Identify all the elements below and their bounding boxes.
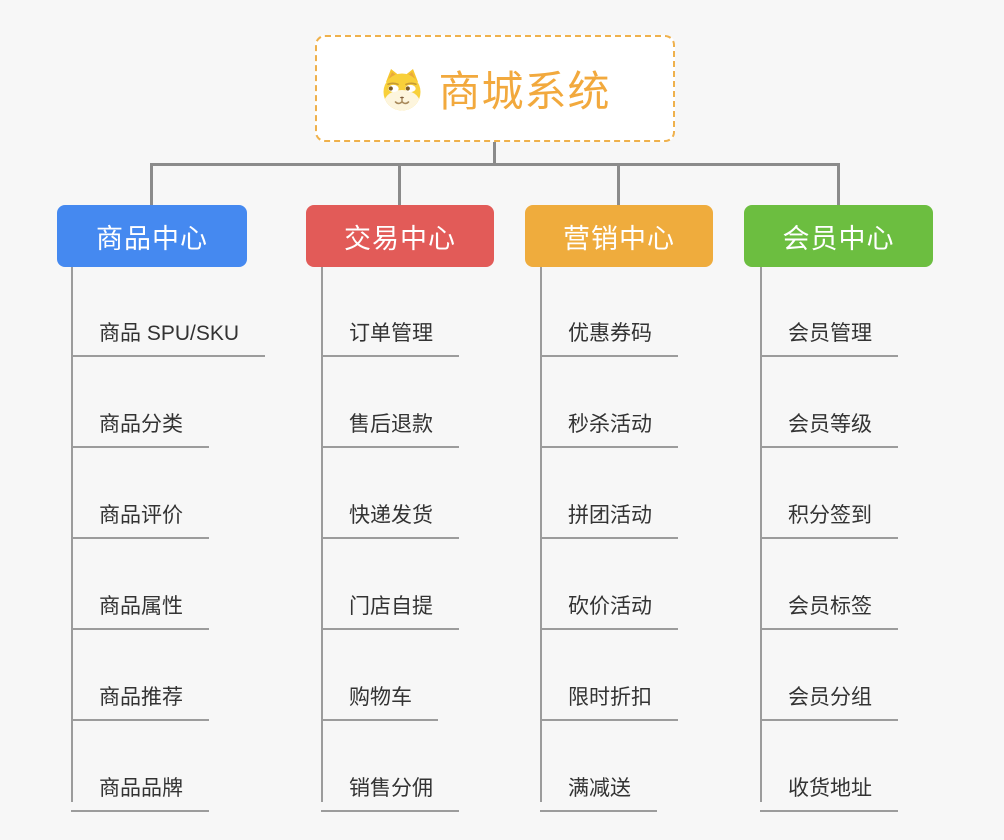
branch-node-product-center[interactable]: 商品中心	[57, 205, 247, 267]
branch-node-label: 营销中心	[563, 223, 675, 254]
child-column-product-center: 商品 SPU/SKU 商品分类 商品评价 商品属性 商品推荐 商品品牌	[71, 322, 266, 840]
child-node[interactable]: 商品评价	[71, 504, 209, 539]
child-column-marketing-center: 优惠券码 秒杀活动 拼团活动 砍价活动 限时折扣 满减送	[540, 322, 678, 840]
child-node[interactable]: 商品属性	[71, 595, 209, 630]
child-column-member-center: 会员管理 会员等级 积分签到 会员标签 会员分组 收货地址	[760, 322, 898, 840]
doge-icon	[379, 66, 425, 112]
connector-bus	[150, 163, 840, 166]
child-node[interactable]: 销售分佣	[321, 777, 459, 812]
child-node[interactable]: 拼团活动	[540, 504, 678, 539]
connector-root-stub	[493, 141, 496, 165]
branch-node-trade-center[interactable]: 交易中心	[306, 205, 494, 267]
branch-node-label: 交易中心	[344, 223, 456, 254]
child-node[interactable]: 门店自提	[321, 595, 459, 630]
root-node-mall-system[interactable]: 商城系统	[315, 35, 675, 142]
child-node[interactable]: 满减送	[540, 777, 657, 812]
connector-drop-branch-2	[398, 163, 401, 207]
child-node[interactable]: 商品推荐	[71, 686, 209, 721]
child-node[interactable]: 积分签到	[760, 504, 898, 539]
connector-drop-branch-1	[150, 163, 153, 207]
connector-drop-branch-3	[617, 163, 620, 207]
child-node[interactable]: 售后退款	[321, 413, 459, 448]
child-node[interactable]: 会员等级	[760, 413, 898, 448]
spine-branch-3	[540, 267, 542, 802]
branch-node-marketing-center[interactable]: 营销中心	[525, 205, 713, 267]
child-node[interactable]: 砍价活动	[540, 595, 678, 630]
child-node[interactable]: 快递发货	[321, 504, 459, 539]
connector-drop-branch-4	[837, 163, 840, 207]
child-node[interactable]: 优惠券码	[540, 322, 678, 357]
spine-branch-4	[760, 267, 762, 802]
spine-branch-2	[321, 267, 323, 802]
child-node[interactable]: 购物车	[321, 686, 438, 721]
root-node-label: 商城系统	[438, 68, 611, 115]
child-column-trade-center: 订单管理 售后退款 快递发货 门店自提 购物车 销售分佣	[321, 322, 459, 840]
child-node[interactable]: 订单管理	[321, 322, 459, 357]
child-node[interactable]: 商品 SPU/SKU	[71, 322, 266, 357]
branch-node-label: 商品中心	[96, 223, 208, 254]
child-node[interactable]: 商品品牌	[71, 777, 209, 812]
child-node[interactable]: 会员分组	[760, 686, 898, 721]
child-node[interactable]: 会员标签	[760, 595, 898, 630]
branch-node-label: 会员中心	[782, 223, 895, 254]
child-node[interactable]: 商品分类	[71, 413, 209, 448]
child-node[interactable]: 会员管理	[760, 322, 898, 357]
branch-node-member-center[interactable]: 会员中心	[744, 205, 933, 267]
child-node[interactable]: 限时折扣	[540, 686, 678, 721]
spine-branch-1	[71, 267, 73, 802]
child-node[interactable]: 秒杀活动	[540, 413, 678, 448]
child-node[interactable]: 收货地址	[760, 777, 898, 812]
